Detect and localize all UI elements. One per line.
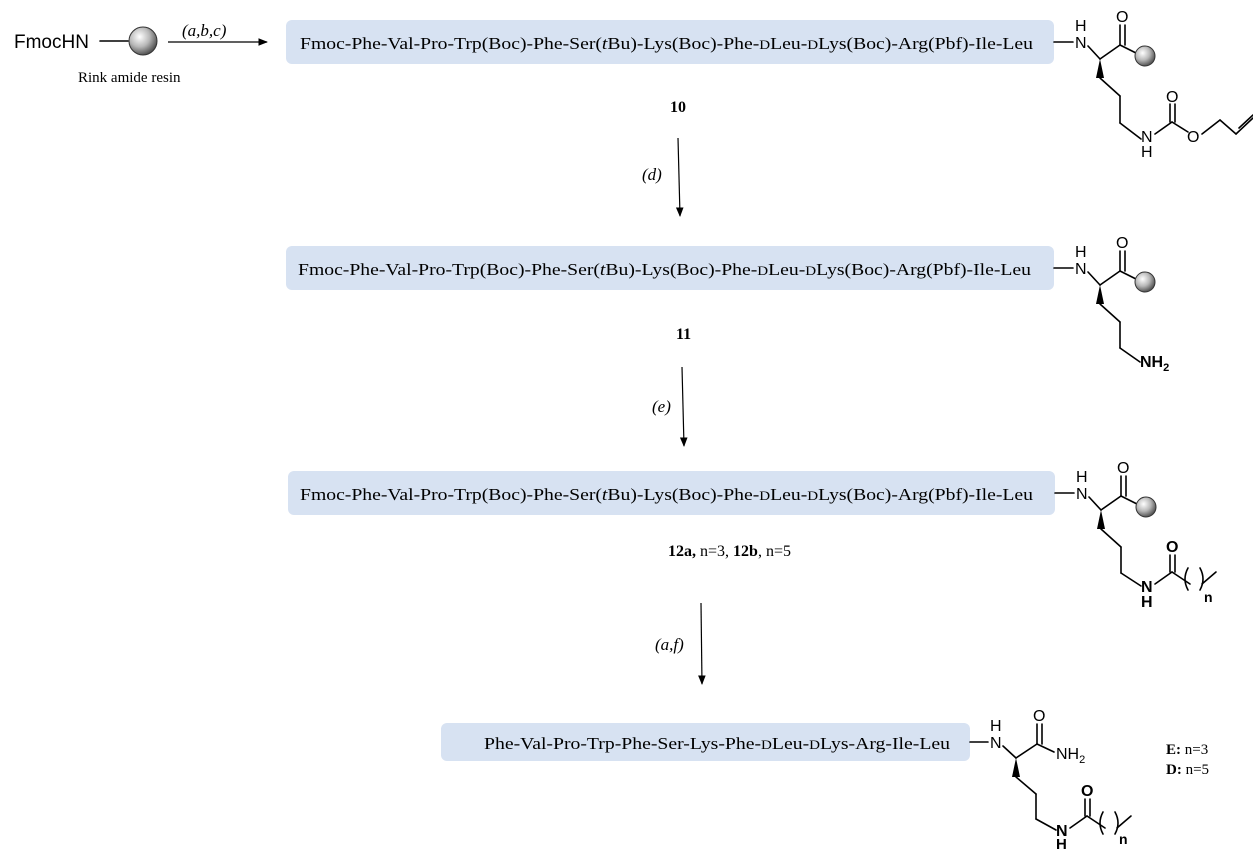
svg-text:H: H xyxy=(1075,18,1087,35)
peptide-sequence: Phe-Val-Pro-Trp-Phe-Ser-Lys-Phe-DLeu-DLy… xyxy=(484,734,951,753)
svg-text:O: O xyxy=(1187,129,1199,146)
final-product: Phe-Val-Pro-Trp-Phe-Ser-Lys-Phe-DLeu-DLy… xyxy=(441,708,1209,849)
resin-bead-icon xyxy=(1135,496,1157,518)
svg-text:H: H xyxy=(990,718,1002,735)
peptide-sequence-box xyxy=(286,246,1054,290)
svg-text:O: O xyxy=(1081,783,1093,800)
svg-text:N: N xyxy=(1075,35,1087,52)
svg-text:N: N xyxy=(1056,823,1068,840)
peptide-sequence-box xyxy=(288,471,1055,515)
svg-text:H: H xyxy=(1141,594,1153,611)
svg-text:H: H xyxy=(1076,469,1088,486)
svg-text:O: O xyxy=(1166,89,1178,106)
reaction-step-1: (a,b,c) xyxy=(168,21,268,46)
reaction-step-3: (e) xyxy=(652,366,688,447)
starting-material: FmocHN Rink amide resin xyxy=(14,26,181,86)
step-label: (d) xyxy=(642,165,662,184)
svg-text:O: O xyxy=(1116,235,1128,252)
compound-number: 11 xyxy=(676,326,691,343)
product-D: D: n=5 xyxy=(1166,762,1209,778)
step-label: (e) xyxy=(652,397,671,416)
svg-text:n: n xyxy=(1204,589,1213,605)
svg-text:O: O xyxy=(1166,539,1178,556)
svg-text:N: N xyxy=(990,735,1002,752)
svg-text:N: N xyxy=(1141,129,1153,146)
peptide-sequence: Fmoc-Phe-Val-Pro-Trp(Boc)-Phe-Ser(tBu)-L… xyxy=(300,34,1034,53)
peptide-sequence: Fmoc-Phe-Val-Pro-Trp(Boc)-Phe-Ser(tBu)-L… xyxy=(300,485,1034,504)
peptide-sequence-box xyxy=(286,20,1054,64)
svg-text:n: n xyxy=(1119,831,1128,847)
reaction-arrow-icon xyxy=(675,137,684,217)
peptide-sequence: Fmoc-Phe-Val-Pro-Trp(Boc)-Phe-Ser(tBu)-L… xyxy=(298,260,1032,279)
peptide-sequence-box xyxy=(441,723,970,761)
fmochn-label: FmocHN xyxy=(14,32,89,53)
compound-number: 12a, n=3, 12b, n=5 xyxy=(668,543,791,560)
compound-12: Fmoc-Phe-Val-Pro-Trp(Boc)-Phe-Ser(tBu)-L… xyxy=(288,460,1217,611)
amide-label: NH2 xyxy=(1056,746,1085,766)
reaction-step-4: (a,f) xyxy=(655,602,706,685)
step-label: (a,b,c) xyxy=(182,21,227,40)
resin-bead-icon xyxy=(1134,45,1156,67)
compound-11: Fmoc-Phe-Val-Pro-Trp(Boc)-Phe-Ser(tBu)-L… xyxy=(286,235,1169,374)
step-label: (a,f) xyxy=(655,635,684,654)
svg-text:H: H xyxy=(1141,144,1153,161)
svg-text:O: O xyxy=(1033,708,1045,725)
svg-text:N: N xyxy=(1075,261,1087,278)
resin-bead-icon xyxy=(1134,271,1156,293)
svg-text:O: O xyxy=(1117,460,1129,477)
svg-text:H: H xyxy=(1056,836,1067,849)
reaction-arrow-icon xyxy=(698,602,706,685)
svg-text:N: N xyxy=(1141,579,1153,596)
svg-text:O: O xyxy=(1116,9,1128,26)
product-E: E: n=3 xyxy=(1166,742,1208,758)
reaction-arrow-icon xyxy=(679,366,688,447)
reaction-step-2: (d) xyxy=(642,137,684,217)
compound-10: Fmoc-Phe-Val-Pro-Trp(Boc)-Phe-Ser(tBu)-L… xyxy=(286,9,1253,161)
svg-text:N: N xyxy=(1076,486,1088,503)
amine-label: NH2 xyxy=(1140,354,1169,374)
resin-label: Rink amide resin xyxy=(78,70,181,86)
resin-bead-icon xyxy=(128,26,158,56)
compound-number: 10 xyxy=(670,99,686,116)
svg-text:H: H xyxy=(1075,244,1087,261)
